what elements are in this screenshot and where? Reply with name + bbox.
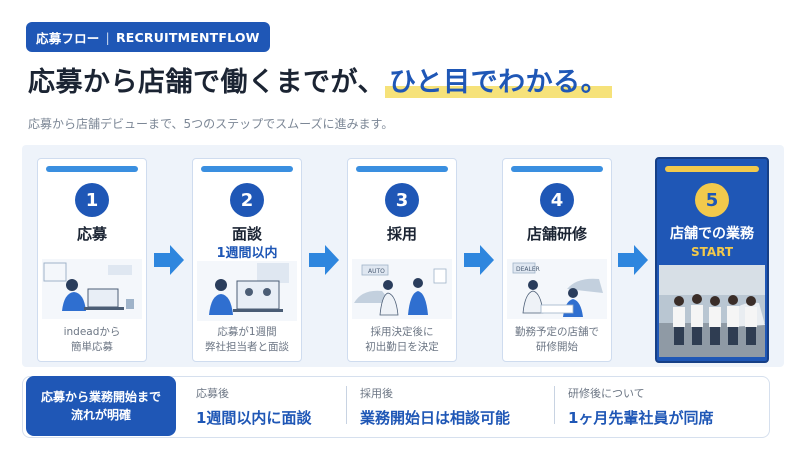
step-card-4: 4 店舗研修 DEALER 勤務予定の店舗で 研修開始: [502, 158, 612, 362]
step-number: 1: [75, 183, 109, 217]
summary-item-3: 研修後について 1ヶ月先輩社員が同席: [568, 385, 713, 428]
svg-text:AUTO: AUTO: [368, 268, 385, 275]
handshake-illustration: AUTO: [352, 259, 452, 319]
summary-value: 業務開始日は相談可能: [360, 409, 511, 427]
step-card-bar: [356, 166, 448, 172]
summary-item-1: 応募後 1週間以内に面談: [196, 385, 311, 428]
step-card-3: 3 採用 AUTO 採用決定後に 初出勤日を決定: [347, 158, 457, 362]
step-title: 店舗での業務: [670, 226, 754, 242]
summary-label: 採用後: [360, 387, 393, 400]
step-card-bar: [46, 166, 138, 172]
step-title: 採用: [386, 225, 417, 243]
laptop-apply-illustration: [42, 259, 142, 319]
step-start-label: START: [690, 245, 734, 259]
page-subtitle: 応募から店舗デビューまで、5つのステップでスムーズに進みます。: [28, 117, 394, 131]
step-subtitle: 1週間以内: [216, 246, 278, 261]
page-title: 応募から店舗で働くまでが、ひと目でわかる。: [28, 60, 613, 99]
summary-value: 1ヶ月先輩社員が同席: [568, 409, 714, 427]
step-caption: 応募が1週間 弊社担当者と面談: [205, 326, 289, 353]
dealer-training-illustration: DEALER: [507, 259, 607, 319]
tag-label-en: RECRUITMENTFLOW: [115, 29, 260, 45]
step-card-bar: [511, 166, 603, 172]
arrow-right-icon: [309, 245, 339, 275]
step-card-5: 5 店舗での業務 START: [655, 157, 769, 363]
summary-label: 応募後: [196, 387, 229, 400]
headline-highlight: ひと目でわかる。: [384, 67, 613, 98]
section-tag: 応募フロー | RECRUITMENTFLOW: [26, 22, 270, 52]
step-card-bar: [665, 166, 759, 172]
step-number: 4: [540, 183, 574, 217]
step-title: 店舗研修: [526, 225, 587, 243]
team-photo: [659, 265, 765, 357]
arrow-right-icon: [464, 245, 494, 275]
summary-divider: [346, 386, 347, 424]
tag-label-jp: 応募フロー: [36, 30, 100, 46]
svg-text:DEALER: DEALER: [516, 266, 540, 273]
step-card-bar: [201, 166, 293, 172]
step-number: 5: [695, 183, 729, 217]
summary-value: 1週間以内に面談: [196, 409, 312, 427]
summary-label: 研修後について: [568, 387, 645, 400]
video-interview-illustration: [197, 261, 297, 321]
step-title: 面談: [231, 225, 262, 243]
step-caption: indeadから 簡単応募: [63, 326, 121, 353]
arrow-right-icon: [618, 245, 648, 275]
step-number: 2: [230, 183, 264, 217]
summary-divider: [554, 386, 555, 424]
step-card-2: 2 面談 1週間以内 応募が1週間 弊社担当者と面談: [192, 158, 302, 362]
arrow-right-icon: [154, 245, 184, 275]
step-number: 3: [385, 183, 419, 217]
step-caption: 勤務予定の店舗で 研修開始: [515, 326, 599, 353]
tag-separator: |: [105, 29, 110, 45]
headline-main: 応募から店舗で働くまでが、: [28, 67, 385, 98]
summary-head: 応募から業務開始まで 流れが明確: [26, 376, 176, 436]
summary-item-2: 採用後 業務開始日は相談可能: [360, 385, 510, 428]
step-card-1: 1 応募 indeadから 簡単応募: [37, 158, 147, 362]
step-title: 応募: [76, 225, 107, 243]
step-caption: 採用決定後に 初出勤日を決定: [365, 326, 439, 353]
